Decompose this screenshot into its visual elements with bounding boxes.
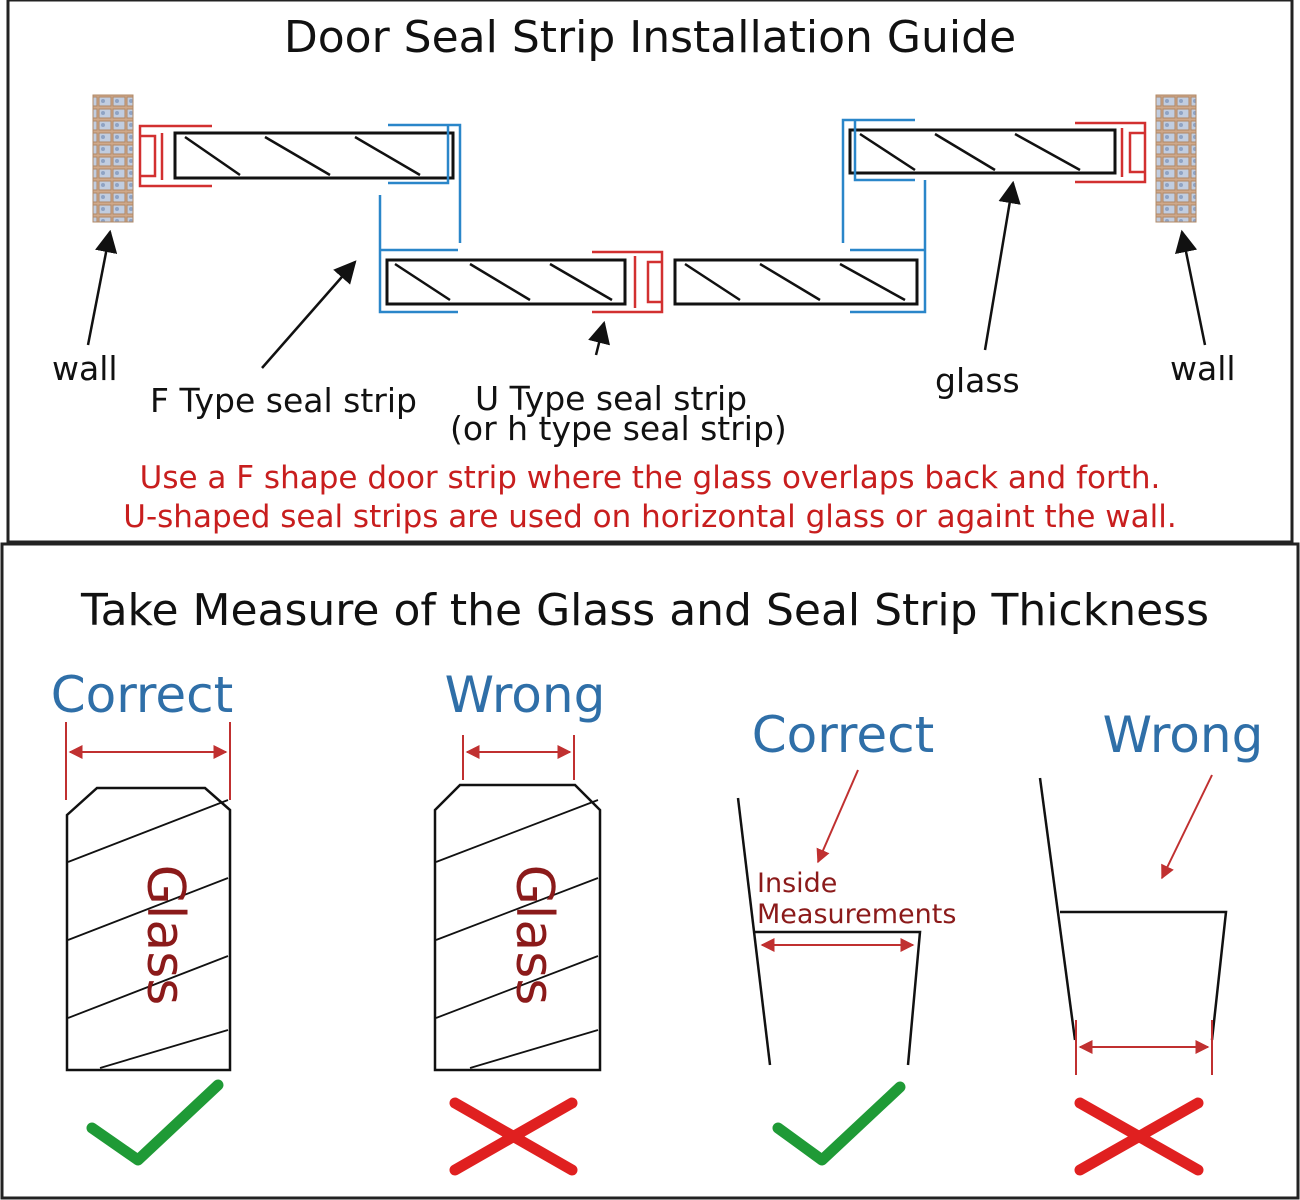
- arrow-inside: [816, 769, 859, 864]
- u-seal-center: [592, 250, 664, 314]
- label-wall-left: wall: [52, 349, 118, 388]
- top-panel-frame: [6, 0, 1294, 544]
- glass-pane-center-right: [673, 258, 919, 306]
- label-correct-strip: Correct: [752, 706, 935, 764]
- glass-text-wrong: Glass: [504, 865, 564, 1006]
- glass-block-correct: [65, 786, 232, 1072]
- cross-icon: [1074, 1097, 1204, 1176]
- wall-left: [92, 94, 134, 223]
- seal-strip-wrong: [1038, 777, 1228, 1041]
- label-u-type-line1: U Type seal strip: [475, 379, 747, 418]
- arrow-wrong-strip: [1161, 774, 1213, 880]
- cross-icon: [449, 1097, 578, 1176]
- note-f-shape: Use a F shape door strip where the glass…: [140, 460, 1161, 496]
- arrow-wall-left: [86, 229, 118, 346]
- dim-wrong-glass: [462, 735, 575, 780]
- glass-pane-left: [173, 131, 455, 180]
- label-wall-right: wall: [1170, 349, 1236, 388]
- f-seal-left: [378, 123, 462, 314]
- check-icon: [772, 1081, 906, 1166]
- dim-correct-glass: [65, 722, 231, 800]
- top-title: Door Seal Strip Installation Guide: [284, 12, 1016, 63]
- arrow-u-type: [588, 320, 611, 356]
- bottom-panel-frame: [0, 542, 1300, 1200]
- glass-pane-middle: [385, 258, 627, 306]
- f-seal-right: [841, 118, 927, 314]
- glass-text-correct: Glass: [135, 865, 195, 1006]
- inside-line1: Inside: [757, 868, 837, 899]
- inside-line2: Measurements: [757, 899, 956, 930]
- label-f-type: F Type seal strip: [150, 381, 417, 420]
- u-seal-left: [138, 124, 212, 188]
- label-wrong-glass: Wrong: [445, 666, 606, 724]
- note-u-shape: U-shaped seal strips are used on horizon…: [123, 499, 1176, 535]
- wall-right: [1155, 94, 1197, 223]
- label-glass: glass: [935, 361, 1020, 400]
- arrow-wall-right: [1175, 229, 1207, 346]
- glass-block-wrong: [433, 783, 602, 1072]
- bottom-title: Take Measure of the Glass and Seal Strip…: [80, 585, 1209, 636]
- label-u-type-line2: (or h type seal strip): [450, 409, 787, 448]
- seal-strip-correct: [736, 797, 922, 1066]
- dim-wrong-strip: [1075, 1020, 1213, 1075]
- label-wrong-strip: Wrong: [1103, 706, 1264, 764]
- glass-pane-right: [848, 128, 1117, 175]
- arrow-glass: [983, 180, 1021, 351]
- check-icon: [86, 1079, 224, 1166]
- arrow-f-type: [261, 260, 357, 369]
- label-correct-glass: Correct: [51, 666, 234, 724]
- u-seal-right: [1075, 121, 1147, 184]
